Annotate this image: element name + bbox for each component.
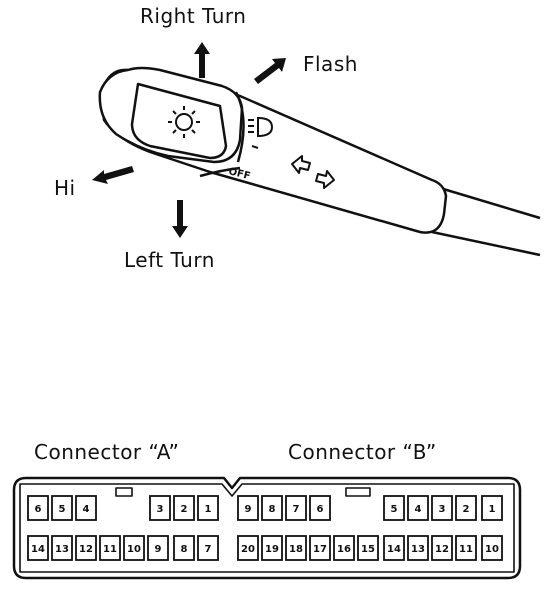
connector-a-pin-7: 7 xyxy=(197,535,219,561)
svg-text:12: 12 xyxy=(79,544,93,555)
connector-b-pin-9: 9 xyxy=(237,495,259,521)
connector-a-pin-4: 4 xyxy=(75,495,97,521)
connector-a-pin-1: 1 xyxy=(197,495,219,521)
connector-a-pin-8: 8 xyxy=(173,535,195,561)
connector-b-pin-4: 4 xyxy=(407,495,429,521)
svg-text:7: 7 xyxy=(293,504,300,515)
svg-text:1: 1 xyxy=(489,504,496,515)
connector-b-pin-11: 11 xyxy=(455,535,477,561)
svg-text:11: 11 xyxy=(459,544,473,555)
connector-b-pin-18: 18 xyxy=(285,535,307,561)
connector-a-pin-3: 3 xyxy=(149,495,171,521)
connector-b-pin-7: 7 xyxy=(285,495,307,521)
svg-text:7: 7 xyxy=(205,544,212,555)
svg-text:20: 20 xyxy=(241,544,255,555)
svg-text:2: 2 xyxy=(181,504,188,515)
connector-a-pin-10: 10 xyxy=(123,535,145,561)
svg-text:13: 13 xyxy=(55,544,69,555)
body-edge xyxy=(199,166,241,178)
svg-text:9: 9 xyxy=(245,504,252,515)
switch-lever xyxy=(98,66,541,257)
svg-text:13: 13 xyxy=(411,544,425,555)
connector-a-title: Connector “A” xyxy=(34,440,180,464)
svg-text:5: 5 xyxy=(59,504,66,515)
connector-b-pin-5: 5 xyxy=(383,495,405,521)
svg-text:10: 10 xyxy=(485,544,499,555)
arrow-down-icon xyxy=(172,200,188,238)
svg-text:12: 12 xyxy=(435,544,449,555)
svg-text:19: 19 xyxy=(265,544,279,555)
arrow-up-icon xyxy=(194,42,210,78)
connector-a-pin-2: 2 xyxy=(173,495,195,521)
right-turn-label: Right Turn xyxy=(140,4,247,28)
connector-a-pin-11: 11 xyxy=(99,535,121,561)
svg-text:14: 14 xyxy=(387,544,401,555)
connector-b-pin-1: 1 xyxy=(481,495,503,521)
connector-b-pin-3: 3 xyxy=(431,495,453,521)
svg-text:4: 4 xyxy=(83,504,90,515)
flash-label: Flash xyxy=(303,52,358,76)
svg-text:15: 15 xyxy=(361,544,375,555)
svg-text:6: 6 xyxy=(35,504,42,515)
svg-text:5: 5 xyxy=(391,504,398,515)
svg-text:1: 1 xyxy=(205,504,212,515)
connector-b-pin-12: 12 xyxy=(431,535,453,561)
turn-signal-icon xyxy=(291,155,335,189)
connector-housing xyxy=(12,476,522,580)
svg-text:8: 8 xyxy=(181,544,188,555)
connector-a-pin-13: 13 xyxy=(51,535,73,561)
svg-text:11: 11 xyxy=(103,544,117,555)
connector-b-pin-6: 6 xyxy=(309,495,331,521)
connector-b-title: Connector “B” xyxy=(288,440,437,464)
connector-b-pin-2: 2 xyxy=(455,495,477,521)
connector-b-pin-13: 13 xyxy=(407,535,429,561)
lever-stalk xyxy=(431,186,541,257)
svg-text:8: 8 xyxy=(269,504,276,515)
svg-text:14: 14 xyxy=(31,544,45,555)
arrow-hi-icon xyxy=(92,166,134,184)
connector-a-pin-14: 14 xyxy=(27,535,49,561)
left-turn-label: Left Turn xyxy=(124,248,215,272)
arrow-flash-icon xyxy=(254,58,286,84)
direction-arrows xyxy=(92,42,286,238)
connector-b-pin-17: 17 xyxy=(309,535,331,561)
connector-a-pin-6: 6 xyxy=(27,495,49,521)
connector-b-pin-8: 8 xyxy=(261,495,283,521)
connector-b-pin-16: 16 xyxy=(333,535,355,561)
connector-b-pin-19: 19 xyxy=(261,535,283,561)
off-marking: OFF xyxy=(227,166,251,182)
connector-a-pin-5: 5 xyxy=(51,495,73,521)
light-symbol-icon xyxy=(168,106,200,138)
connector-b-pin-10: 10 xyxy=(481,535,503,561)
svg-text:16: 16 xyxy=(337,544,351,555)
svg-text:3: 3 xyxy=(439,504,446,515)
svg-text:4: 4 xyxy=(415,504,422,515)
connector-b-pin-20: 20 xyxy=(237,535,259,561)
svg-text:10: 10 xyxy=(127,544,141,555)
svg-text:17: 17 xyxy=(313,544,327,555)
hi-label: Hi xyxy=(54,176,76,200)
svg-text:2: 2 xyxy=(463,504,470,515)
connector-a-pin-9: 9 xyxy=(147,535,169,561)
connector-b-pin-15: 15 xyxy=(357,535,379,561)
connector-a-pins: 6 5 4 3 2 1 14 13 12 11 10 9 8 7 xyxy=(27,495,219,561)
svg-text:6: 6 xyxy=(317,504,324,515)
svg-text:9: 9 xyxy=(155,544,162,555)
connector-a-pin-12: 12 xyxy=(75,535,97,561)
knob-ring xyxy=(234,91,245,163)
connector-b-pin-14: 14 xyxy=(383,535,405,561)
headlight-icon xyxy=(248,116,274,149)
svg-text:18: 18 xyxy=(289,544,303,555)
svg-text:3: 3 xyxy=(157,504,164,515)
